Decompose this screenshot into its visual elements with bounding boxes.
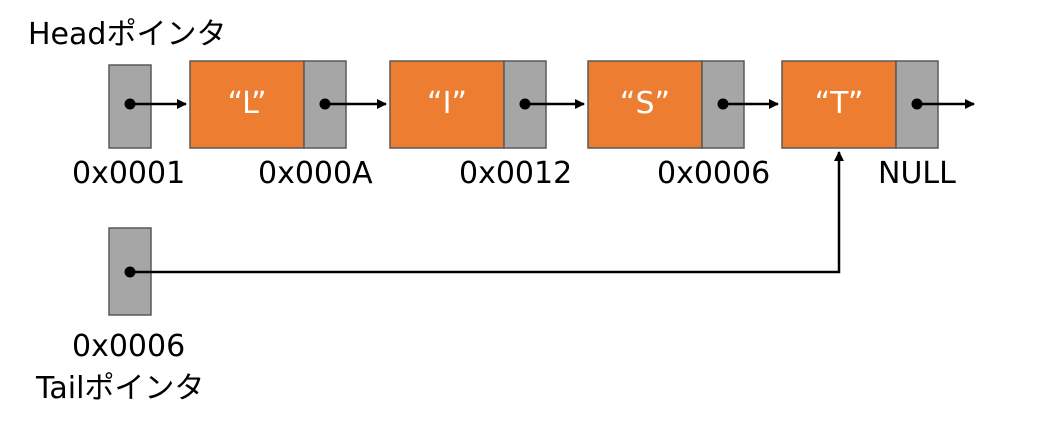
node-3: “S” 0x0006 — [587, 60, 779, 191]
node-4-value: “T” — [815, 86, 864, 121]
node-1-data-cell — [189, 60, 305, 149]
node-2: “I” 0x0012 — [389, 60, 585, 191]
tail-pointer-arrow — [130, 151, 844, 274]
node-3-next-address: 0x0006 — [657, 156, 770, 191]
node-3-value: “S” — [620, 86, 670, 121]
node-1-value: “L” — [228, 86, 267, 121]
node-4-next-address: NULL — [878, 156, 956, 191]
head-pointer-label: Headポインタ — [28, 17, 226, 52]
node-4: “T” NULL — [781, 60, 975, 191]
node-4-data-cell — [781, 60, 897, 149]
node-2-next-address: 0x0012 — [459, 156, 572, 191]
node-1: “L” 0x000A — [189, 60, 387, 191]
head-pointer-address: 0x0001 — [72, 156, 185, 191]
node-3-data-cell — [587, 60, 703, 149]
tail-pointer-address: 0x0006 — [72, 329, 185, 364]
node-2-value: “I” — [427, 86, 467, 121]
tail-pointer-label: Tailポインタ — [35, 371, 204, 406]
node-1-next-address: 0x000A — [258, 156, 373, 191]
